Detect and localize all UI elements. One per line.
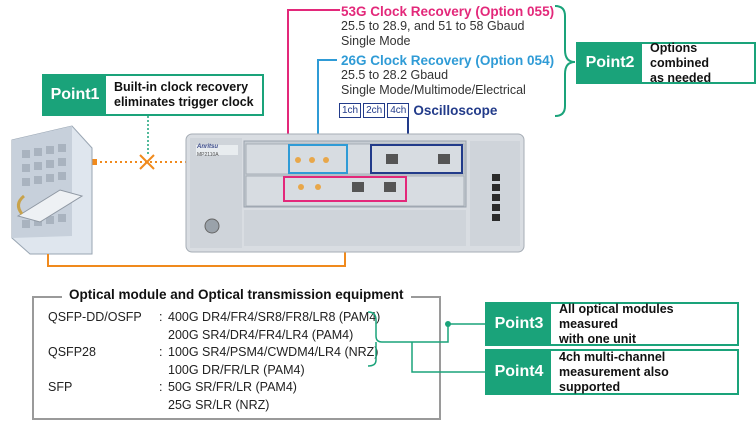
point2-line2: as needed <box>650 70 712 85</box>
equipment-row-spec: 100G DR/FR/LR (PAM4) <box>168 362 305 377</box>
equipment-row-separator: : <box>159 345 163 359</box>
equipment-title: Optical module and Optical transmission … <box>62 287 411 302</box>
opt054-line1: 25.5 to 28.2 Gbaud <box>341 68 449 82</box>
point1-line1: Built-in clock recovery <box>114 80 249 94</box>
opt054-block: 26G Clock Recovery (Option 054) 25.5 to … <box>341 53 554 98</box>
point2-bracket <box>554 5 576 117</box>
opt054-title: 26G Clock Recovery (Option 054) <box>341 53 555 68</box>
point1-line2: eliminates trigger clock <box>114 95 254 109</box>
ch4-badge: 4ch <box>387 103 410 118</box>
point3-bracket <box>367 311 486 343</box>
point2-tag: Point2 <box>578 44 642 82</box>
oscilloscope-block: 1ch 2ch 4ch Oscilloscope <box>339 103 497 118</box>
mp2110a-instrument <box>185 133 525 253</box>
equipment-panel: Optical module and Optical transmission … <box>32 287 441 420</box>
optical-module-device <box>11 125 93 255</box>
point1-tag: Point1 <box>44 76 106 114</box>
point3-line2: with one unit <box>559 331 637 346</box>
point3-line1: All optical modules measured <box>559 301 674 331</box>
opt055-block: 53G Clock Recovery (Option 055) 25.5 to … <box>341 4 554 49</box>
equipment-row-spec: 50G SR/FR/LR (PAM4) <box>168 380 297 394</box>
point4-bracket <box>411 342 486 373</box>
ch2-badge: 2ch <box>363 103 386 118</box>
eliminated-x-icon <box>139 154 155 170</box>
oscilloscope-label: Oscilloscope <box>413 103 498 118</box>
equipment-row-spec: 400G DR4/FR4/SR8/FR8/LR8 (PAM4) <box>168 310 381 324</box>
ch1-badge: 1ch <box>339 103 362 118</box>
equipment-row-spec: 25G SR/LR (NRZ) <box>168 397 270 412</box>
opt055-line2: Single Mode <box>341 34 411 48</box>
opt055-line1: 25.5 to 28.9, and 51 to 58 Gbaud <box>341 19 525 33</box>
point4-tag: Point4 <box>487 351 551 393</box>
trigger-port <box>91 159 97 165</box>
point3-tag: Point3 <box>487 304 551 344</box>
equipment-row-spec: 100G SR4/PSM4/CWDM4/LR4 (NRZ) <box>168 345 379 359</box>
opt055-title: 53G Clock Recovery (Option 055) <box>341 4 555 19</box>
point2-line1: Options combined <box>650 40 710 70</box>
equipment-row-separator: : <box>159 380 163 394</box>
opt054-line2: Single Mode/Multimode/Electrical <box>341 83 526 97</box>
instrument-model: MP2110A <box>197 152 219 158</box>
point4-line2: measurement also supported <box>559 364 669 394</box>
equipment-row-spec: 200G SR4/DR4/FR4/LR4 (PAM4) <box>168 327 354 342</box>
equipment-row-type: QSFP-DD/OSFP <box>48 310 142 324</box>
equipment-row-separator: : <box>159 310 163 324</box>
opt054-connector <box>317 59 337 148</box>
equipment-row-type: SFP <box>48 380 73 394</box>
point4-line1: 4ch multi-channel <box>559 349 666 364</box>
instrument-brand: Anritsu <box>197 144 218 150</box>
equipment-row-type: QSFP28 <box>48 345 96 359</box>
